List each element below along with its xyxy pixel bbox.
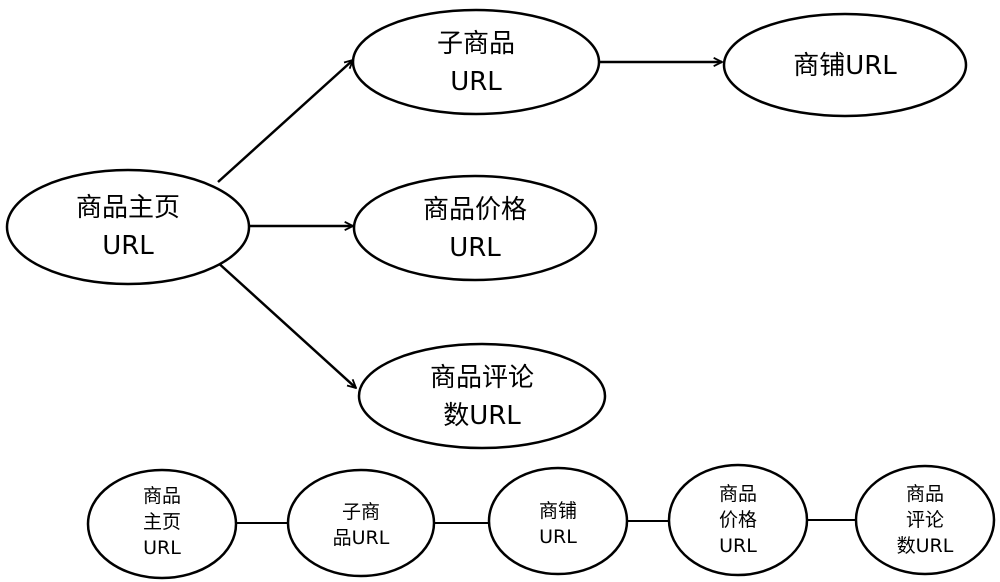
chain-label-line: 价格 (719, 509, 757, 531)
chain-label-line: 商品 (906, 483, 944, 505)
chain-label-line: URL (719, 535, 757, 557)
chain-node-product-comments: 商品 评论 数URL (854, 464, 996, 576)
node-product-price: 商品价格 URL (352, 174, 598, 282)
chain-node-shop: 商铺 URL (487, 466, 629, 576)
node-label-line: 商品价格 (423, 195, 527, 225)
tree-edges (214, 60, 722, 388)
chain-node-product-home: 商品 主页 URL (86, 468, 238, 580)
node-label-line: 子商品 (437, 29, 515, 59)
chain-label-line: 品URL (333, 527, 390, 549)
node-shop: 商铺URL (722, 12, 968, 118)
node-label-line: 商铺URL (793, 51, 897, 81)
chain-label-line: URL (143, 537, 181, 559)
edge-main-to-comments (214, 259, 356, 388)
node-label-line: URL (102, 231, 154, 261)
node-label-line: URL (449, 233, 501, 263)
chain-label-line: 商品 (143, 485, 181, 507)
node-sub-product: 子商品 URL (351, 8, 601, 116)
node-label-line: 商品主页 (76, 193, 180, 223)
node-label-line: URL (450, 67, 502, 97)
chain-node-sub-product: 子商 品URL (286, 468, 436, 578)
chain-label-line: 评论 (906, 509, 944, 531)
node-label-line: 数URL (443, 401, 521, 431)
chain-label-line: 子商 (342, 501, 380, 523)
node-label-line: 商品评论 (430, 363, 534, 393)
chain-label-line: 商品 (719, 483, 757, 505)
chain-label-line: 主页 (143, 511, 181, 533)
node-product-comments: 商品评论 数URL (357, 342, 607, 450)
chain-node-product-price: 商品 价格 URL (667, 463, 809, 577)
chain-label-line: 数URL (897, 535, 954, 557)
edge-main-to-sub (217, 60, 353, 183)
chain-label-line: 商铺 (539, 500, 577, 522)
chain-label-line: URL (539, 526, 577, 548)
node-product-home: 商品主页 URL (5, 168, 251, 286)
